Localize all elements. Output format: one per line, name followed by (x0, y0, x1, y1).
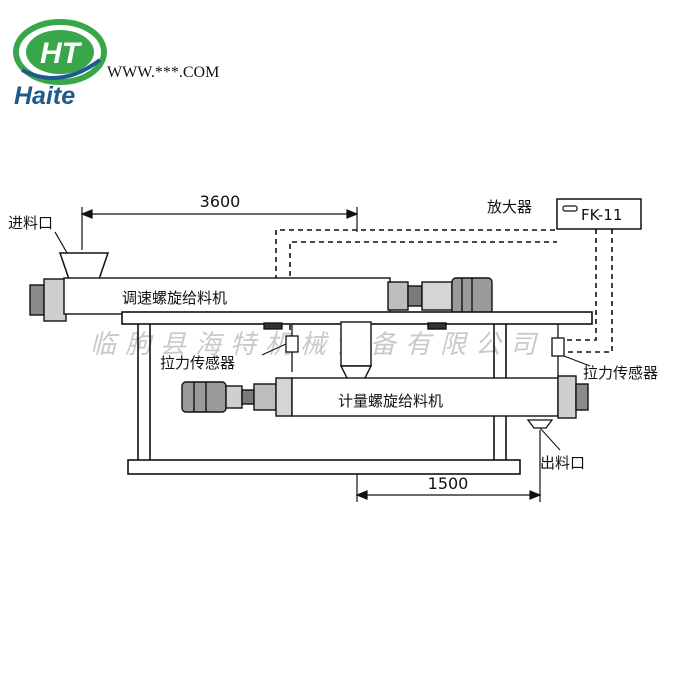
metering-screw-feeder (181, 375, 589, 419)
metering-feeder-label: 计量螺旋给料机 (338, 392, 443, 410)
amplifier-indicator (562, 205, 578, 212)
transfer-chute (339, 321, 447, 385)
outlet-spout (526, 419, 554, 429)
logo-inner-disc (26, 30, 94, 74)
speed-feeder-label: 调速螺旋给料机 (122, 289, 227, 307)
tension-sensor-left-label: 拉力传感器 (160, 354, 235, 372)
support-frame (121, 311, 593, 475)
outlet-label: 出料口 (540, 454, 585, 472)
outlet-leader (539, 427, 561, 451)
logo-initials: HT (40, 37, 83, 70)
amplifier-model: FK-11 (581, 206, 622, 224)
bottom-dimension-value: 1500 (428, 474, 469, 493)
speed-screw-feeder (29, 277, 493, 322)
inlet-label: 进料口 (8, 214, 53, 232)
company-watermark: 临朐县海特机械设备有限公司 (90, 330, 545, 360)
amplifier-box (556, 198, 642, 230)
tension-right-leader (563, 355, 591, 367)
top-dimension-value: 3600 (200, 192, 241, 211)
tension-sensor-right (551, 324, 565, 378)
logo-outer-ring (13, 19, 107, 85)
bottom-dimension (355, 430, 542, 502)
logo-swoosh (21, 58, 102, 80)
logo-brand-name: Haite (14, 82, 75, 110)
haite-logo: HT Haite WWW.***.COM (13, 19, 219, 110)
amplifier-label: 放大器 (487, 198, 532, 216)
logo-website: WWW.***.COM (107, 64, 219, 81)
top-dimension (80, 207, 359, 250)
tension-left-leader (261, 343, 287, 356)
tension-sensor-right-label: 拉力传感器 (583, 364, 658, 382)
